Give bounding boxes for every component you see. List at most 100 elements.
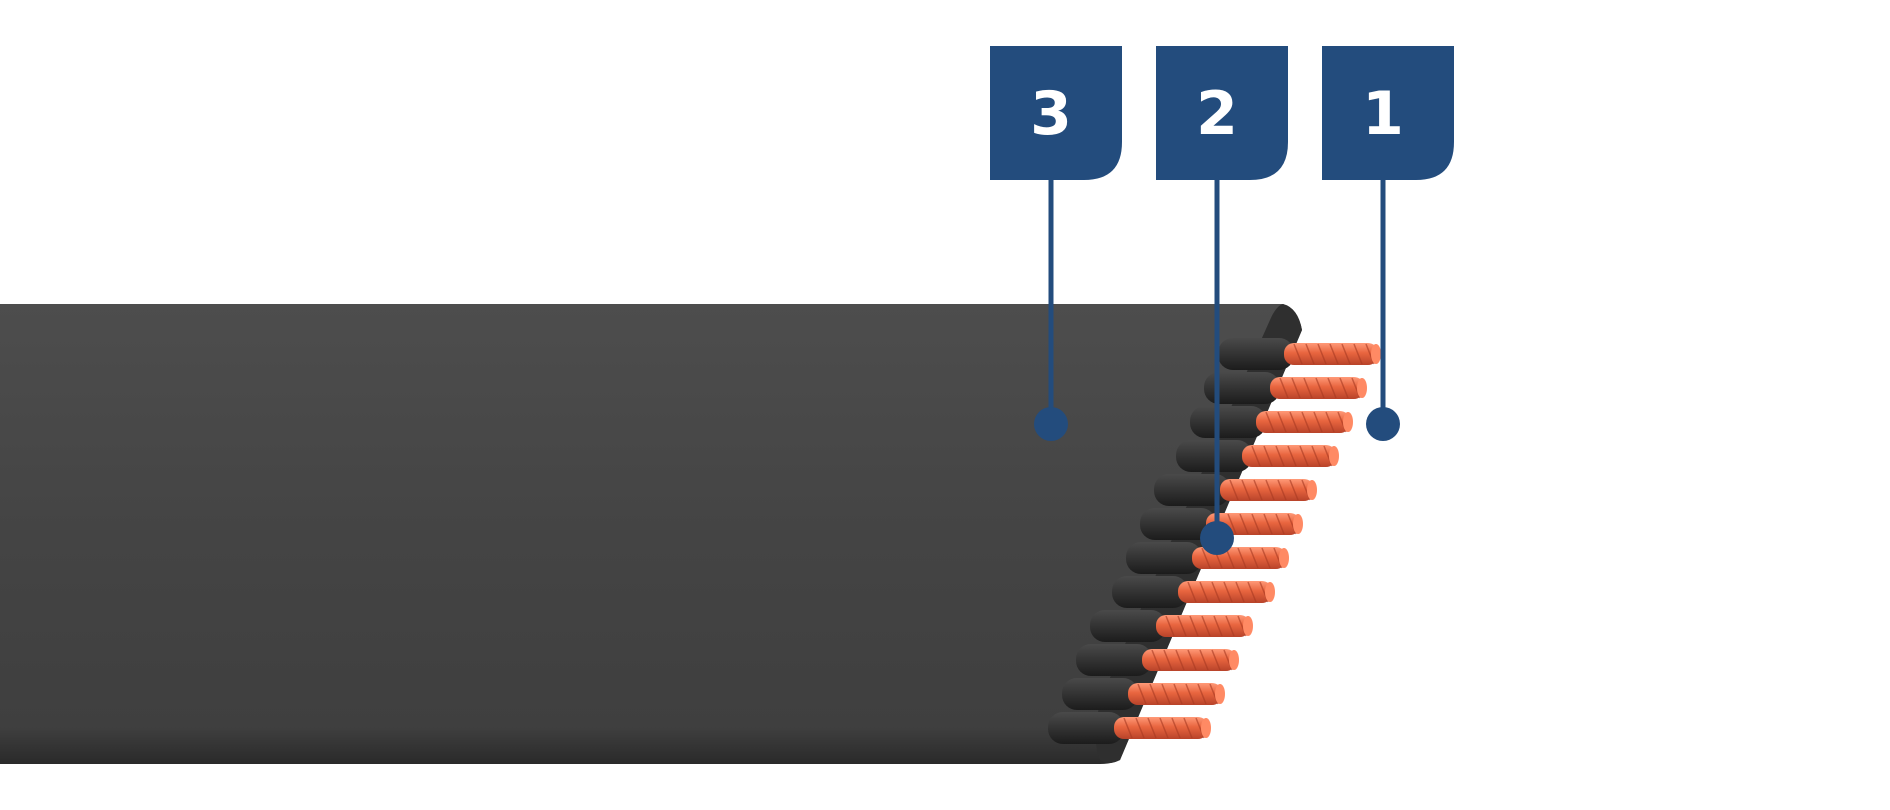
copper-strand (1247, 581, 1257, 603)
conductor-2 (1204, 372, 1367, 404)
conductor-9 (1090, 610, 1253, 642)
copper-strand (1341, 343, 1351, 365)
conductor-10 (1076, 644, 1239, 676)
copper-strand (1223, 581, 1233, 603)
copper-strand (1275, 513, 1285, 535)
copper-strand (1159, 717, 1169, 739)
copper-strand (1227, 513, 1237, 535)
copper-strand (1187, 581, 1197, 603)
copper-strand (1229, 479, 1239, 501)
callout-1-dot (1366, 407, 1400, 441)
copper-strand (1199, 581, 1209, 603)
copper-strand (1163, 649, 1173, 671)
core-insulation (1154, 474, 1230, 506)
conductor-4 (1176, 440, 1339, 472)
copper-strand (1291, 377, 1301, 399)
copper-end (1265, 582, 1275, 602)
copper-strand (1299, 445, 1309, 467)
copper-strand (1265, 479, 1275, 501)
copper-strand (1235, 581, 1245, 603)
copper-strand (1311, 445, 1321, 467)
copper-strand (1211, 649, 1221, 671)
copper-strand (1135, 717, 1145, 739)
copper-strand (1225, 615, 1235, 637)
copper-strand (1171, 717, 1181, 739)
callout-2-number: 2 (1196, 79, 1238, 149)
core-insulation (1176, 440, 1252, 472)
core-insulation (1048, 712, 1124, 744)
copper-strand (1199, 649, 1209, 671)
copper-strand (1313, 411, 1323, 433)
copper-strand (1175, 649, 1185, 671)
copper-strand (1161, 683, 1171, 705)
copper-strand (1213, 615, 1223, 637)
copper-strand (1239, 513, 1249, 535)
copper-strand (1185, 683, 1195, 705)
outer-jacket (0, 304, 1302, 764)
conductor-1 (1218, 338, 1381, 370)
copper-strand (1301, 411, 1311, 433)
core-insulation (1126, 542, 1202, 574)
core-insulation (1204, 372, 1280, 404)
copper-strand (1147, 717, 1157, 739)
copper-strand (1327, 377, 1337, 399)
copper-strand (1325, 411, 1335, 433)
copper-strand (1329, 343, 1339, 365)
copper-strand (1279, 377, 1289, 399)
copper-strand (1289, 479, 1299, 501)
copper-strand (1303, 377, 1313, 399)
conductor-5 (1154, 474, 1317, 506)
copper-strand (1287, 445, 1297, 467)
conductor-8 (1112, 576, 1275, 608)
copper-end (1371, 344, 1381, 364)
copper-strand (1277, 479, 1287, 501)
copper-strand (1293, 343, 1303, 365)
copper-strand (1197, 683, 1207, 705)
callout-2-tab (1156, 46, 1288, 180)
callout-3-tab (990, 46, 1122, 180)
copper-strand (1211, 581, 1221, 603)
copper-strand (1261, 547, 1271, 569)
core-insulation (1076, 644, 1152, 676)
callout-3: 3 (990, 46, 1122, 441)
copper-strand (1137, 683, 1147, 705)
copper-end (1215, 684, 1225, 704)
conductor-groups (1048, 338, 1381, 744)
copper-strand (1201, 615, 1211, 637)
copper-end (1243, 616, 1253, 636)
callout-2-dot (1200, 521, 1234, 555)
callout-3-dot (1034, 407, 1068, 441)
copper-strand (1177, 615, 1187, 637)
copper-strand (1183, 717, 1193, 739)
copper-end (1201, 718, 1211, 738)
copper-strand (1187, 649, 1197, 671)
copper-strand (1317, 343, 1327, 365)
conductor-11 (1062, 678, 1225, 710)
copper-strand (1173, 683, 1183, 705)
core-insulation (1140, 508, 1216, 540)
copper-strand (1251, 445, 1261, 467)
core-insulation (1218, 338, 1294, 370)
core-insulation (1190, 406, 1266, 438)
copper-end (1329, 446, 1339, 466)
copper-strand (1339, 377, 1349, 399)
copper-strand (1253, 479, 1263, 501)
callout-1-number: 1 (1362, 79, 1404, 149)
callout-3-number: 3 (1030, 79, 1072, 149)
core-insulation (1090, 610, 1166, 642)
copper-end (1293, 514, 1303, 534)
copper-strand (1251, 513, 1261, 535)
copper-strand (1241, 479, 1251, 501)
copper-end (1343, 412, 1353, 432)
copper-end (1229, 650, 1239, 670)
copper-strand (1263, 513, 1273, 535)
callout-1: 1 (1322, 46, 1454, 441)
copper-strand (1237, 547, 1247, 569)
copper-strand (1277, 411, 1287, 433)
copper-strand (1151, 649, 1161, 671)
copper-strand (1263, 445, 1273, 467)
copper-end (1357, 378, 1367, 398)
copper-strand (1201, 547, 1211, 569)
copper-strand (1353, 343, 1363, 365)
